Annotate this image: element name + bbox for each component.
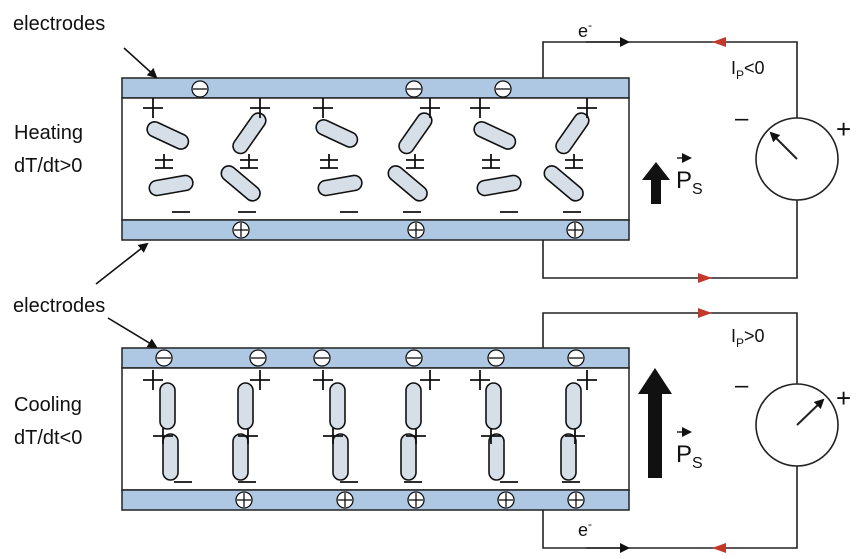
meter-top-plus: + bbox=[836, 114, 851, 144]
polarization-arrow-large bbox=[638, 368, 672, 478]
charge-markers-cooling bbox=[143, 370, 597, 483]
ps-vector-marks bbox=[677, 153, 692, 437]
electrodes-label-top: electrodes bbox=[13, 13, 105, 35]
circuit-top bbox=[542, 37, 839, 279]
electrode-pointers bbox=[95, 47, 158, 349]
meter-top-minus: – bbox=[735, 105, 749, 132]
crystal-body-bottom bbox=[121, 367, 630, 491]
positive-charges-bottom bbox=[235, 491, 585, 509]
cooling-condition: dT/dt<0 bbox=[14, 427, 82, 449]
electron-label-bottom: e- bbox=[578, 517, 592, 540]
bottom-electrode-lower bbox=[121, 489, 630, 511]
polarization-label-bottom: PS bbox=[676, 441, 703, 472]
polarization-label-top: PS bbox=[676, 167, 703, 198]
heating-panel bbox=[121, 77, 670, 241]
crystal-body-top bbox=[121, 97, 630, 221]
current-label-bottom: IP>0 bbox=[731, 326, 765, 350]
circuit-bottom bbox=[542, 312, 839, 553]
dipoles-cooling bbox=[159, 382, 582, 481]
polarization-arrow-small bbox=[642, 162, 670, 204]
heating-label: Heating bbox=[14, 122, 83, 144]
heating-condition: dT/dt>0 bbox=[14, 155, 82, 177]
positive-charges-top bbox=[232, 221, 584, 239]
current-label-top: IP<0 bbox=[731, 58, 765, 82]
electrodes-label-middle: electrodes bbox=[13, 295, 105, 317]
top-electrode-lower bbox=[121, 219, 630, 241]
electron-label-top: e- bbox=[578, 18, 592, 41]
dipoles-heating bbox=[146, 112, 590, 202]
negative-charges-bottom bbox=[155, 349, 585, 367]
cooling-panel bbox=[121, 347, 672, 511]
negative-charges-top bbox=[191, 80, 512, 98]
bottom-electrode-upper bbox=[121, 347, 630, 369]
meter-bottom-plus: + bbox=[836, 383, 851, 413]
meter-bottom-minus: – bbox=[735, 372, 749, 399]
cooling-label: Cooling bbox=[14, 394, 82, 416]
current-arrows bbox=[698, 37, 726, 553]
charge-markers-heating bbox=[143, 98, 597, 213]
